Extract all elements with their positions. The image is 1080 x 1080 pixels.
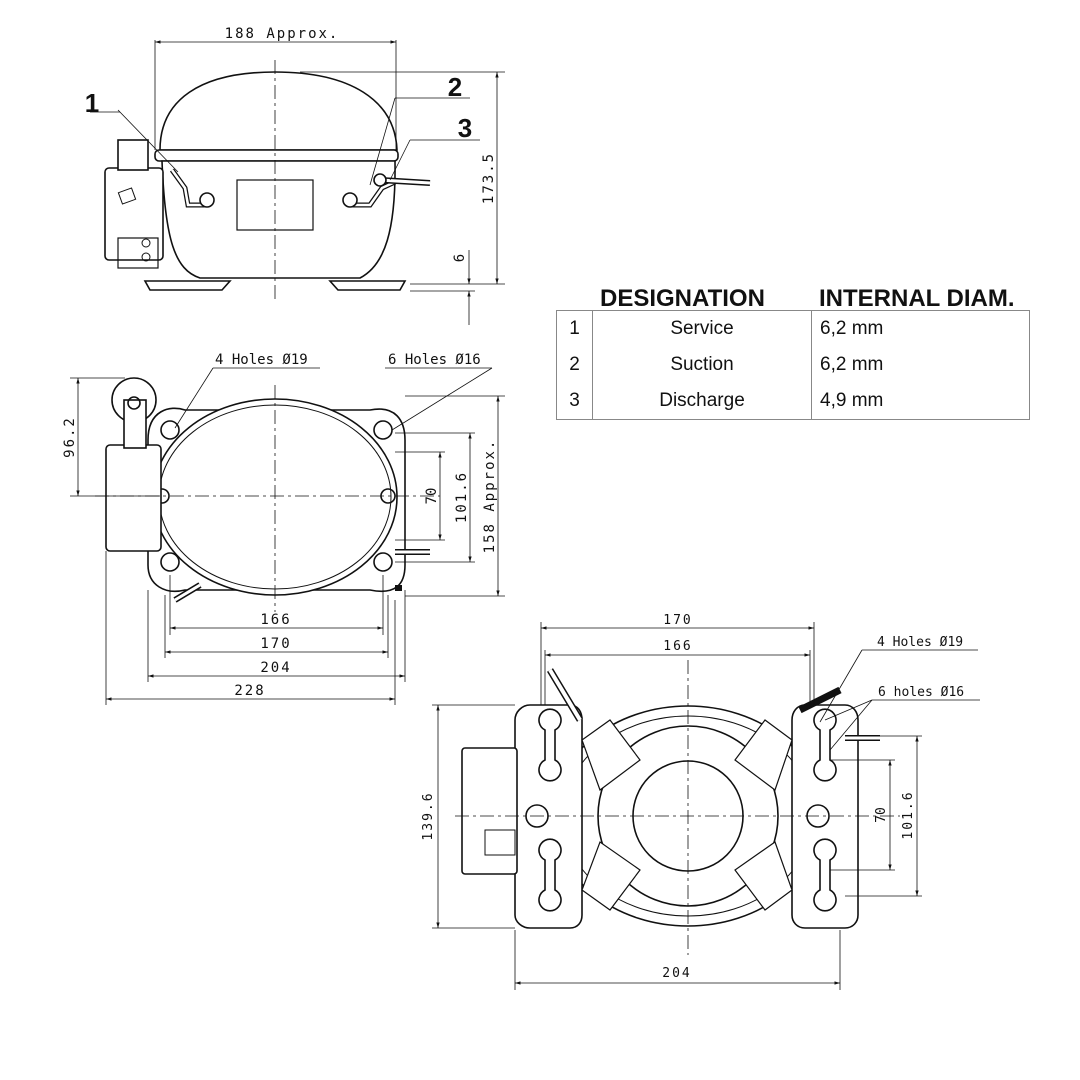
label-4-holes-bottom: 4 Holes Ø19	[877, 635, 963, 650]
dim-70-bottom: 70	[874, 807, 889, 823]
electrical-box-top	[105, 444, 162, 552]
row-diameter: 4,9 mm	[811, 383, 1030, 420]
table-row: 2 Suction 6,2 mm	[556, 347, 1030, 383]
dim-204-bottom: 204	[662, 966, 691, 981]
dim-101-top: 101.6	[454, 471, 470, 523]
table-row: 1 Service 6,2 mm	[556, 310, 1030, 347]
label-4-holes-top: 4 Holes Ø19	[215, 352, 308, 368]
compressor-body	[161, 160, 396, 279]
compressor-dome	[159, 71, 398, 151]
top-view-dimensions	[70, 367, 505, 705]
row-designation: Suction	[592, 347, 812, 383]
label-6-holes-top: 6 Holes Ø16	[388, 352, 481, 368]
terminal-block	[117, 237, 159, 269]
row-number: 3	[556, 383, 593, 420]
callout-2: 2	[448, 72, 462, 102]
header-designation: DESIGNATION	[600, 285, 765, 312]
dim-170-top: 170	[260, 636, 291, 652]
dim-139: 139.6	[421, 791, 436, 840]
bottom-view-dimensions	[432, 622, 980, 990]
dim-101-bottom: 101.6	[901, 790, 916, 839]
top-view	[95, 377, 440, 612]
right-mount	[791, 704, 859, 929]
dim-188: 188 Approx.	[225, 26, 340, 42]
dim-70-top: 70	[424, 488, 440, 505]
shell-flange	[154, 149, 399, 162]
connection-table-body: 1 Service 6,2 mm 2 Suction 6,2 mm 3 Disc…	[556, 310, 1030, 420]
row-diameter: 6,2 mm	[811, 310, 1030, 347]
dim-228: 228	[234, 683, 265, 699]
dim-170-bottom: 170	[663, 613, 692, 628]
row-designation: Service	[592, 310, 812, 347]
right-foot	[328, 280, 407, 291]
table-row: 3 Discharge 4,9 mm	[556, 383, 1030, 420]
label-6-holes-bottom: 6 holes Ø16	[878, 685, 964, 700]
side-view	[104, 60, 431, 300]
row-number: 1	[556, 310, 593, 347]
electrical-box	[104, 167, 164, 261]
callout-3: 3	[458, 113, 472, 143]
left-foot	[143, 280, 232, 291]
callout-1: 1	[85, 88, 99, 118]
dim-204-top: 204	[260, 660, 291, 676]
dim-6: 6	[452, 254, 468, 262]
dim-166-top: 166	[260, 612, 291, 628]
dim-173: 173.5	[481, 152, 497, 204]
row-number: 2	[556, 347, 593, 383]
row-diameter: 6,2 mm	[811, 347, 1030, 383]
dim-96: 96.2	[62, 416, 78, 458]
side-view-dimensions	[90, 40, 505, 325]
header-internal-diam: INTERNAL DIAM.	[819, 285, 1015, 312]
bottom-view	[455, 660, 900, 955]
relay-cap	[117, 139, 149, 171]
dim-166-bottom: 166	[663, 639, 692, 654]
electrical-box-bottom	[461, 747, 518, 875]
dim-158: 158 Approx.	[482, 439, 498, 554]
row-designation: Discharge	[592, 383, 812, 420]
